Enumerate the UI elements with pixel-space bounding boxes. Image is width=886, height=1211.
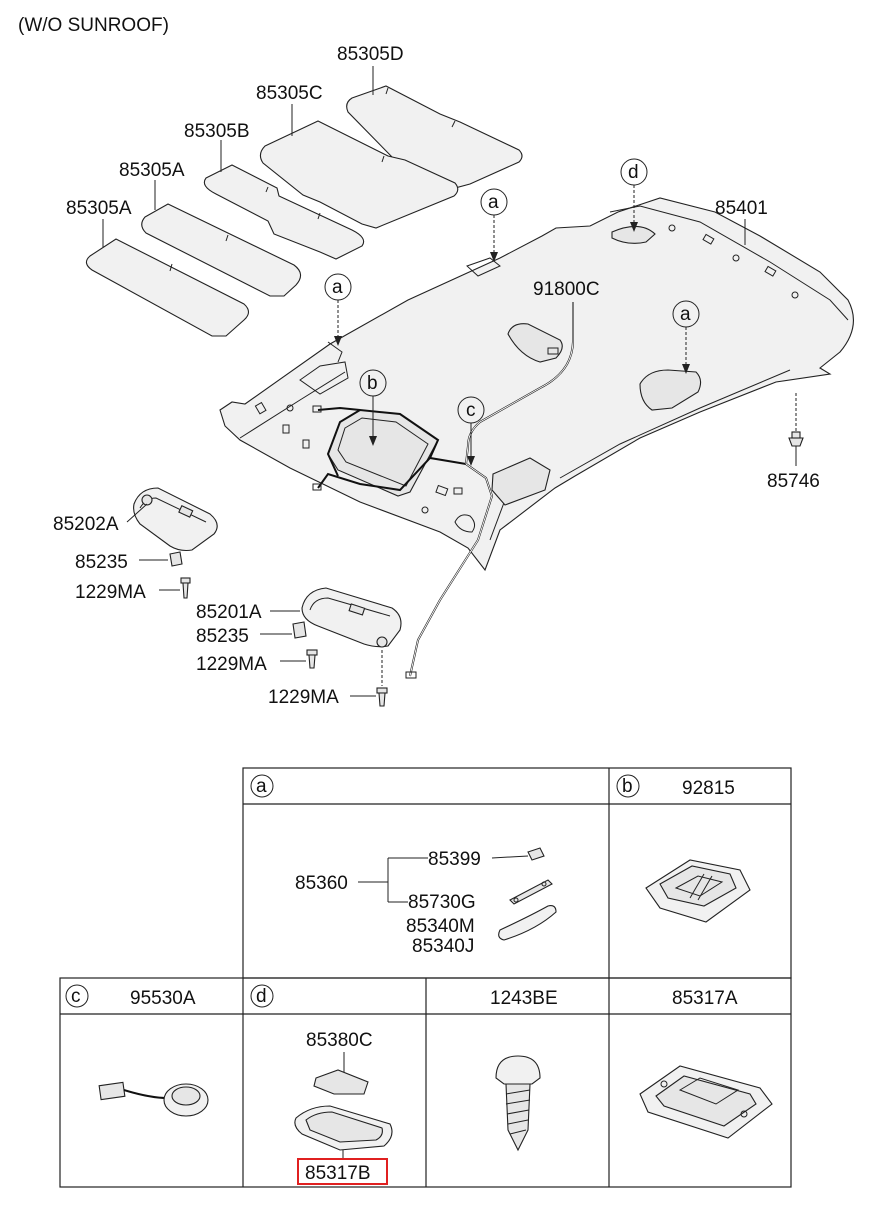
map-lamp-92815[interactable] xyxy=(645,859,751,923)
assist-grip-85340[interactable] xyxy=(498,905,557,941)
pad-85305A-front[interactable] xyxy=(85,238,250,337)
microphone-95530A[interactable] xyxy=(98,1081,209,1117)
label-85235-left: 85235 xyxy=(75,552,128,573)
label-85317A: 85317A xyxy=(672,988,738,1009)
label-85305B: 85305B xyxy=(184,121,250,142)
arrow-d xyxy=(630,222,638,232)
headlining-85401[interactable] xyxy=(219,197,854,572)
arrow-a-right xyxy=(682,364,690,374)
cell-b-marker xyxy=(616,774,640,798)
label-1229MA-left: 1229MA xyxy=(75,582,146,603)
label-1229MA-mid: 1229MA xyxy=(196,654,267,675)
callout-d-label: d xyxy=(628,162,639,183)
cell-b-marker-label: b xyxy=(622,776,633,797)
room-lamp-85317A[interactable] xyxy=(639,1065,773,1139)
screw-1243BE[interactable] xyxy=(495,1055,541,1152)
callout-a-right-label: a xyxy=(680,304,691,325)
label-85305D: 85305D xyxy=(337,44,404,65)
label-85360: 85360 xyxy=(295,873,348,894)
cell-a-marker-label: a xyxy=(256,776,267,797)
lamp-opening-91800C xyxy=(507,323,563,363)
label-91800C: 91800C xyxy=(533,279,600,300)
label-85201A: 85201A xyxy=(196,602,262,623)
label-85380C: 85380C xyxy=(306,1030,373,1051)
wiring-91800C[interactable] xyxy=(312,302,574,679)
lens-85380C[interactable] xyxy=(313,1069,369,1095)
screw-1229MA-left[interactable] xyxy=(180,577,191,599)
clip-85746[interactable] xyxy=(788,393,804,447)
label-85202A: 85202A xyxy=(53,514,119,535)
assist-grip-pocket-right xyxy=(639,369,702,411)
label-85401: 85401 xyxy=(715,198,768,219)
arrow-a-left xyxy=(334,336,342,346)
holder-85235-left[interactable] xyxy=(169,551,183,567)
sunvisor-85202A[interactable] xyxy=(133,487,218,552)
arrow-a-top xyxy=(490,252,498,262)
label-85730G: 85730G xyxy=(408,892,476,913)
arrow-c xyxy=(467,456,475,466)
callout-a-top-label: a xyxy=(488,192,499,213)
label-85399: 85399 xyxy=(428,849,481,870)
holder-85235-right[interactable] xyxy=(292,621,307,639)
label-85340J: 85340J xyxy=(412,936,474,957)
label-1243BE: 1243BE xyxy=(490,988,558,1009)
label-92815: 92815 xyxy=(682,778,735,799)
detail-table xyxy=(59,767,792,1188)
lamp-85317B[interactable] xyxy=(294,1105,393,1151)
cell-d-marker-label: d xyxy=(256,986,267,1007)
screw-1229MA-mid[interactable] xyxy=(306,649,318,669)
sunvisor-85201A[interactable] xyxy=(301,587,402,648)
cell-a-marker xyxy=(250,774,274,798)
label-85305A-front: 85305A xyxy=(66,198,132,219)
pad-85305C[interactable] xyxy=(259,120,459,229)
bracket-85730G[interactable] xyxy=(509,879,553,905)
label-1229MA-bottom: 1229MA xyxy=(268,687,339,708)
label-85317B: 85317B xyxy=(305,1163,371,1184)
diagram-title: (W/O SUNROOF) xyxy=(18,15,169,36)
label-85305C: 85305C xyxy=(256,83,323,104)
cell-a-bracket xyxy=(358,857,428,903)
callout-c-label: c xyxy=(466,400,476,421)
pad-85305B[interactable] xyxy=(203,164,365,260)
cell-c-marker-label: c xyxy=(71,986,81,1007)
callout-b-label: b xyxy=(367,373,378,394)
cell-d-marker xyxy=(250,984,274,1008)
pad-85305A-rear[interactable] xyxy=(141,203,302,297)
highlight-85317B xyxy=(297,1158,388,1185)
cap-85399[interactable] xyxy=(491,847,545,861)
label-85340M: 85340M xyxy=(406,916,475,937)
cell-c-marker xyxy=(65,984,89,1008)
leader-85202A xyxy=(126,503,148,523)
callout-a-left-label: a xyxy=(332,277,343,298)
label-85235-right: 85235 xyxy=(196,626,249,647)
screw-1229MA-bottom[interactable] xyxy=(376,650,388,707)
label-85746: 85746 xyxy=(767,471,820,492)
label-85305A-rear: 85305A xyxy=(119,160,185,181)
label-95530A: 95530A xyxy=(130,988,196,1009)
arrow-b xyxy=(369,436,377,446)
pad-85305D[interactable] xyxy=(346,85,523,189)
